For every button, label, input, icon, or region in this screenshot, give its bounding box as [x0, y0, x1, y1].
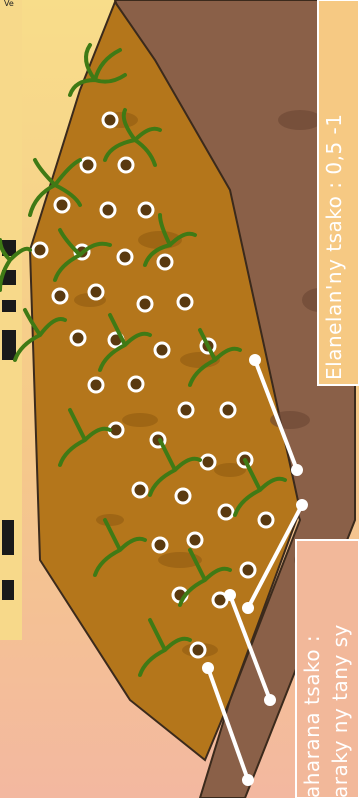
corn-per-hole-label-line1: aharana tsako :	[300, 635, 324, 798]
seed-spacing-label: Elanelan'ny tsako : 0,5 -1	[322, 114, 346, 380]
title-glyph-strip	[0, 0, 22, 640]
version-label: Ve	[4, 0, 14, 8]
corn-per-hole-label-line2: araky ny tany sy	[328, 624, 352, 798]
